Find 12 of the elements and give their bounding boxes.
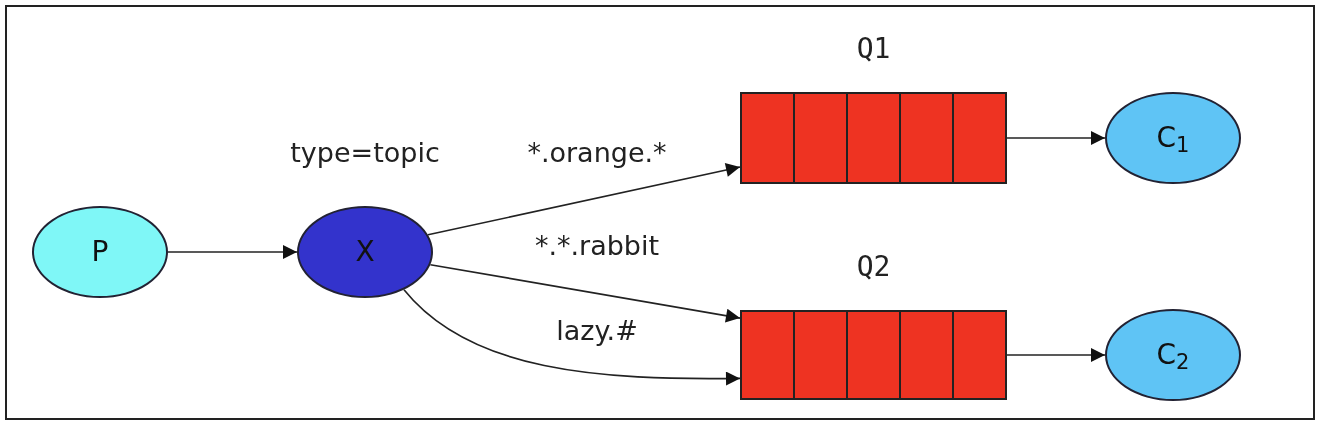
arrow bbox=[1006, 348, 1106, 362]
node-caption: type=topic bbox=[290, 138, 440, 166]
node-label: X bbox=[355, 238, 375, 266]
queue-label: Q2 bbox=[856, 253, 891, 281]
arrow bbox=[1006, 131, 1106, 145]
node-label: C$_{2}$ bbox=[1156, 341, 1190, 369]
node-label: P bbox=[91, 238, 109, 266]
queue-label: Q1 bbox=[856, 35, 891, 63]
arrow bbox=[403, 288, 741, 386]
arrow bbox=[427, 163, 741, 236]
arrow bbox=[167, 245, 298, 259]
node-label: C$_{1}$ bbox=[1156, 124, 1190, 152]
